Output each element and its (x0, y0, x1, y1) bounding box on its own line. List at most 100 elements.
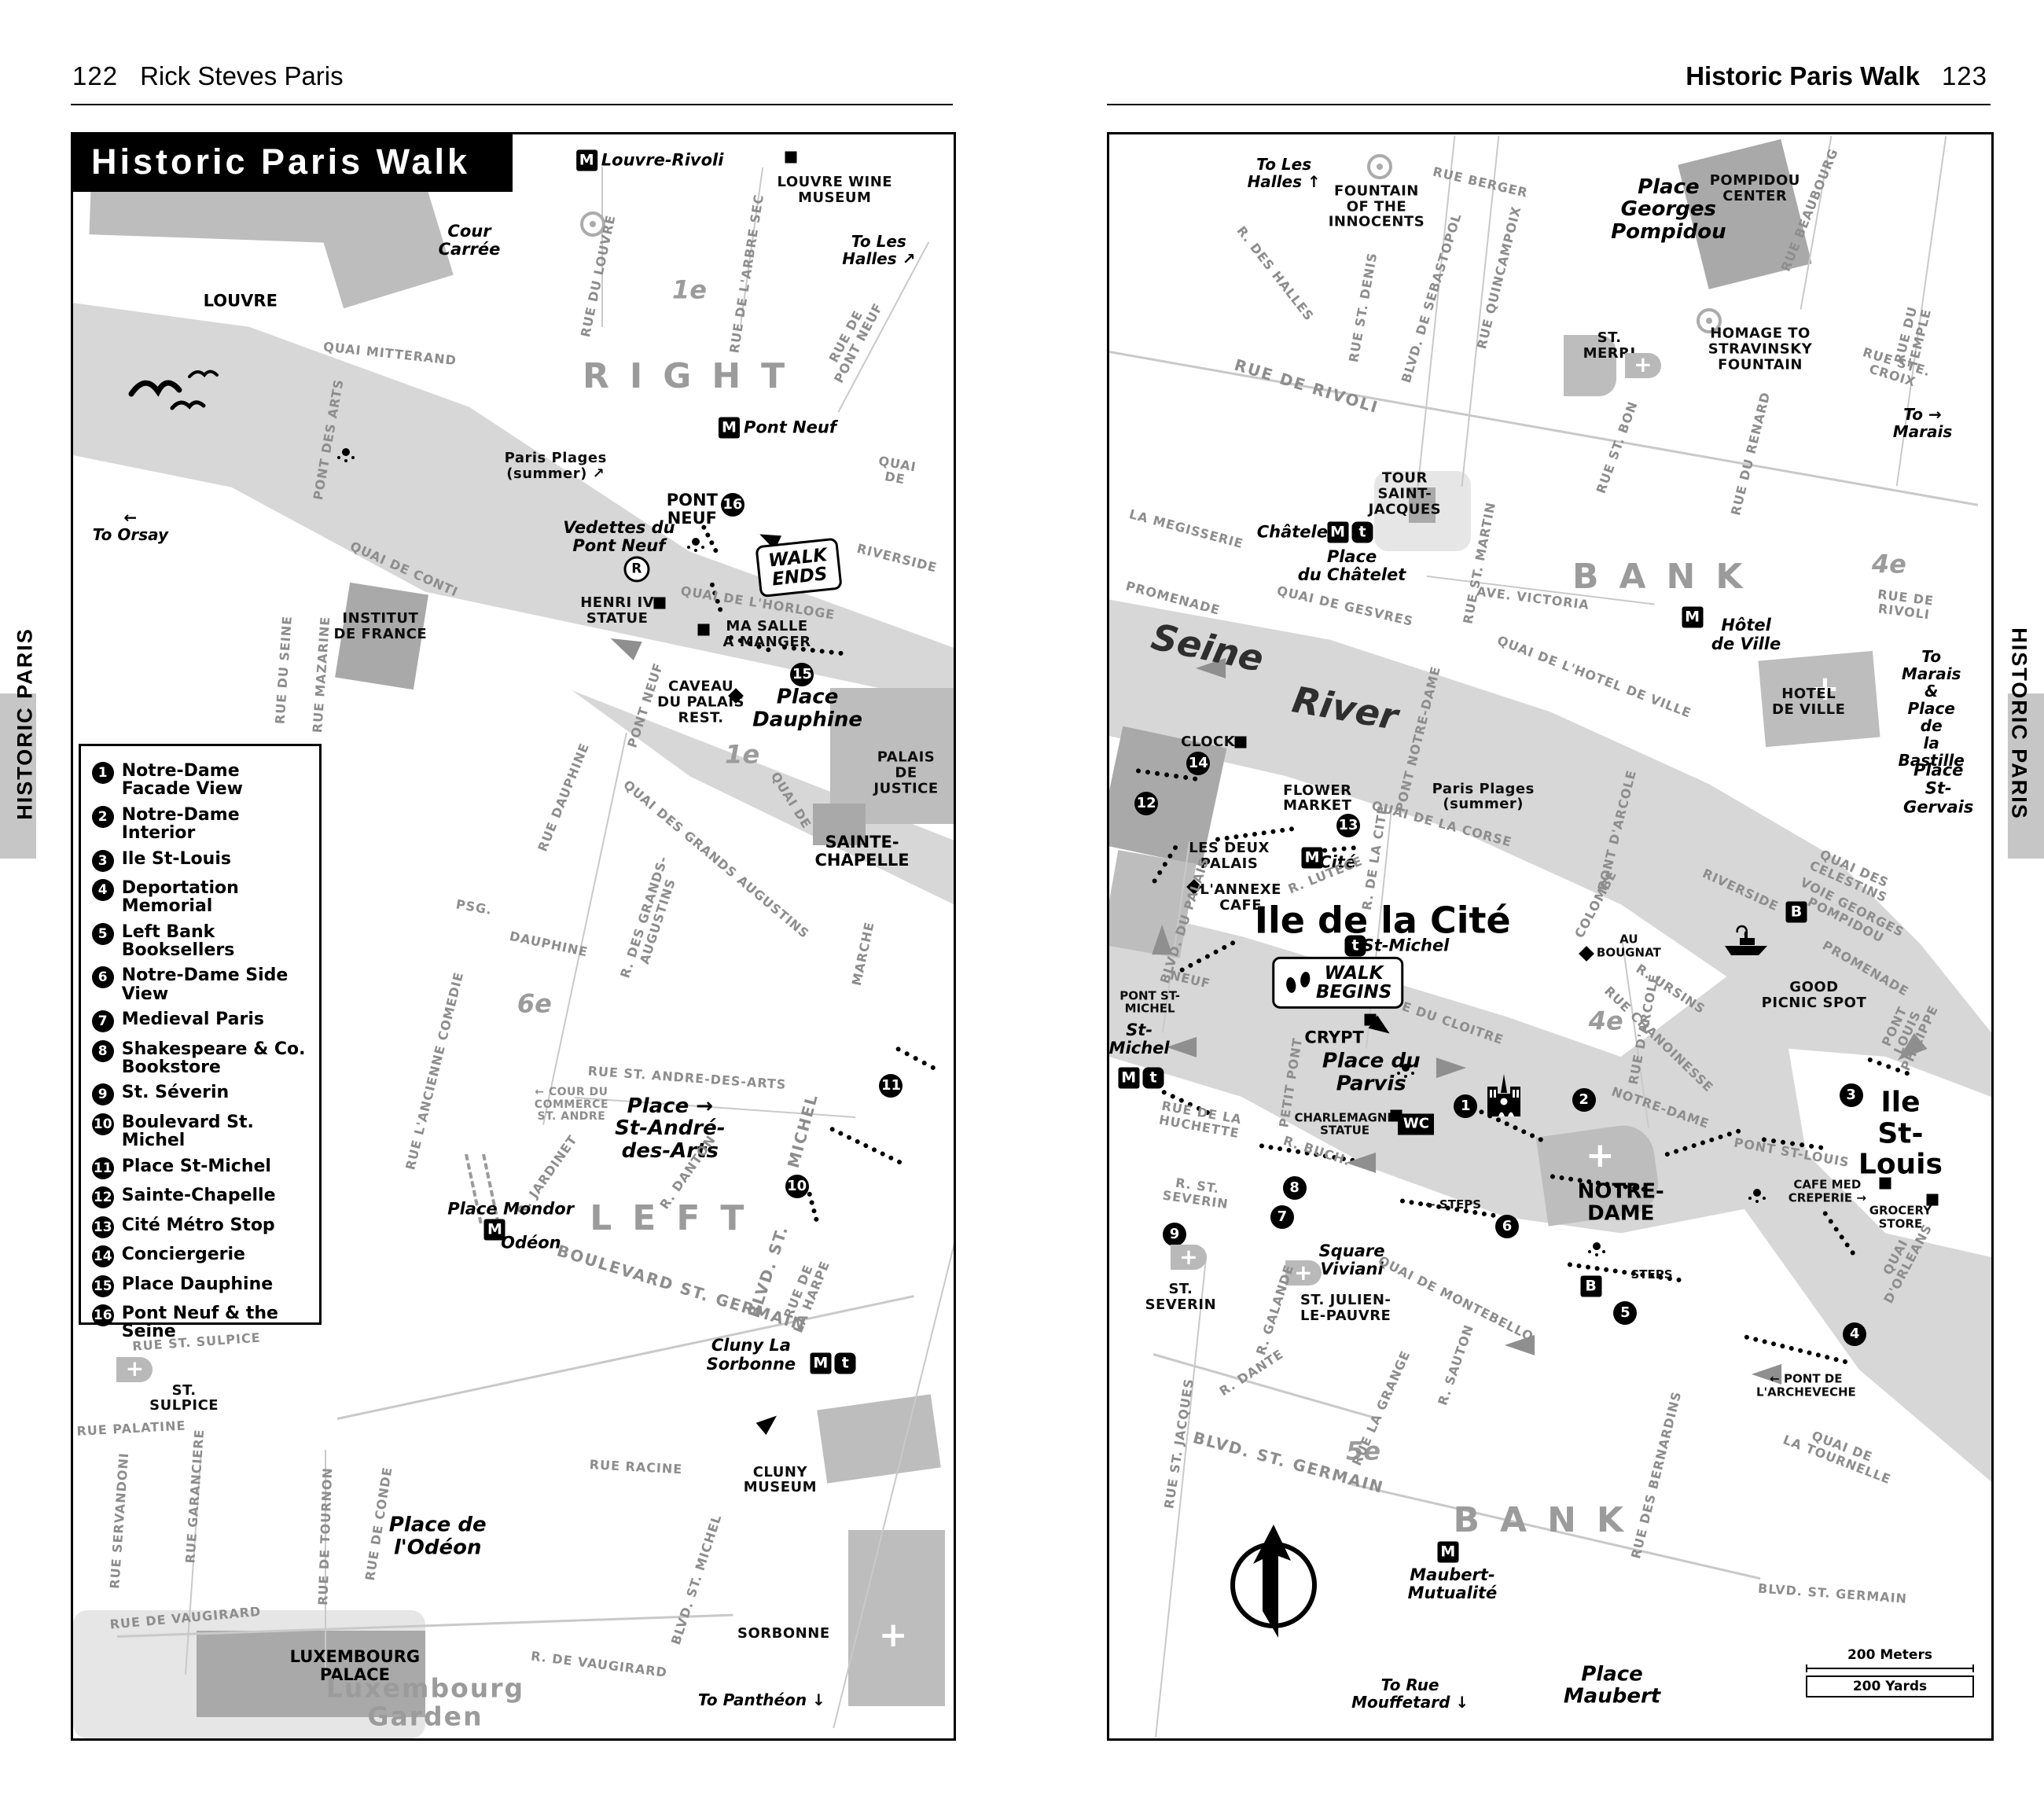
label-text: Square Viviani (1318, 1241, 1385, 1279)
legend-marker: 8 (91, 1039, 114, 1062)
map-marker-9: 9 (1163, 1223, 1187, 1247)
label-text: QUAI DE (767, 768, 814, 831)
map-label: RUE ST. BON (1594, 399, 1641, 495)
right-tab-strip (2008, 693, 2044, 859)
m-icon: M (1301, 847, 1323, 869)
label-text: Place Maubert (1563, 1662, 1661, 1708)
route-arrow-icon: ▶ (1166, 1033, 1197, 1065)
label-text: Odéon (501, 1233, 561, 1252)
route-arrow-icon: ▶ (1436, 1050, 1467, 1082)
map-label: RUE ST. DENIS (1346, 252, 1380, 364)
road-rue-tournon (325, 1449, 327, 1675)
stop-marker: 4 (1843, 1322, 1867, 1346)
label-text: SAINTE- CHAPELLE (814, 832, 910, 870)
map-label: SAINTE- CHAPELLE (814, 833, 909, 870)
label-text: Paris Plages (summer) ↗ (504, 450, 607, 483)
label-text: PONT LOUIS PHILIPPE (1879, 1003, 1942, 1074)
legend-marker: 11 (91, 1157, 114, 1179)
label-text: RUE BERGER (1432, 164, 1530, 201)
sq-icon (1364, 1013, 1377, 1026)
label-text: LOUVRE (203, 291, 278, 311)
label-text: Cité (1319, 852, 1357, 872)
label-text: To Panthéon ↓ (697, 1690, 825, 1710)
right-map-labels: ▶▶▶▶▶▶▶▶To Les Halles ↑FOUNTAIN OF THE I… (1109, 134, 1991, 1738)
label-text: ST. SEVERIN (1145, 1281, 1217, 1313)
label-text: RUE DE VAUGIRARD (109, 1603, 263, 1632)
left-tab-strip (0, 693, 36, 859)
bull-icon (1696, 307, 1722, 333)
map-label: Ile de la Cité (1255, 900, 1511, 940)
map-label: R. GALANDE (1253, 1263, 1296, 1357)
right-page-title: Historic Paris Walk (1686, 61, 1920, 90)
label-text: LOUVRE WINE MUSEUM (777, 174, 893, 207)
label-text: LUXEMBOURG PALACE (289, 1647, 421, 1685)
map-label: QUAI DE GESVRES (1275, 583, 1414, 628)
map-label: R. DANTE (1216, 1346, 1285, 1399)
map-label: PSG. (454, 897, 493, 918)
map-label: RUE SERVANDONI (108, 1451, 132, 1589)
stop-marker: 16 (720, 493, 744, 517)
walk-route-dashes (1151, 844, 1179, 885)
map-label: Place du Châtelet (1298, 547, 1406, 584)
label-text: To → Marais (1892, 405, 1953, 442)
map-marker-8: 8 (1282, 1176, 1307, 1201)
map-label: QUAI DE L'HOTEL DE VILLE (1495, 632, 1693, 720)
label-text: Châtelet (1256, 522, 1336, 542)
building-palais-de-justice (830, 687, 954, 825)
sq-icon (1234, 736, 1247, 749)
map-label: R. DE VAUGIRARD (530, 1649, 668, 1680)
map-label: PONT NEUF (667, 491, 718, 528)
legend-text: Notre-Dame Side View (121, 966, 289, 1004)
m-icon: M (575, 149, 597, 171)
label-text: LEFT (590, 1197, 765, 1238)
label-text: MICHEL (784, 1091, 822, 1170)
map-label: HOMAGE TO STRAVINSKY FOUNTAIN (1708, 326, 1812, 373)
map-label: CLOCK (1181, 734, 1235, 750)
building-sorbonne (847, 1529, 945, 1707)
label-text: HOTEL DE VILLE (1772, 686, 1846, 719)
stop-marker: 8 (1282, 1176, 1307, 1201)
label-text: 1e (725, 739, 760, 770)
map-label: R. ST. SEVERIN (1162, 1175, 1232, 1212)
map-label: BLVD. ST. MICHEL (668, 1513, 725, 1647)
label-text: WALK ENDS (767, 544, 829, 590)
sq-icon (1879, 1177, 1891, 1190)
map-label: ← COUR DU COMMERCE ST. ANDRE (535, 1086, 608, 1123)
walk-route-dashes (700, 524, 719, 554)
label-text: CRYPT (1304, 1027, 1364, 1046)
tour-st-jacques-tower (1409, 487, 1436, 523)
t-icon: t (1142, 1067, 1164, 1089)
label-text: QUAI MITTERAND (322, 339, 458, 369)
walk-route-dashes (1664, 1128, 1741, 1158)
di-icon (1579, 946, 1594, 962)
label-text: ← STEPS (1425, 1197, 1482, 1212)
nd-icon (1486, 1072, 1522, 1118)
map-label: RUE DE TOURNON (316, 1467, 336, 1606)
map-label: Place Mondor (447, 1200, 574, 1218)
legend-text: Notre-Dame Interior (121, 804, 240, 843)
map-label: BLVD. DE SEBASTOPOL (1398, 211, 1464, 385)
label-text: SORBONNE (737, 1625, 830, 1642)
t-icon: t (1142, 1067, 1164, 1089)
map-label: Paris Plages (summer) (1432, 781, 1535, 813)
map-marker-6: 6 (1495, 1215, 1520, 1239)
legend-marker: 14 (91, 1245, 114, 1267)
label-text: Place St-Gervais (1902, 760, 1974, 816)
stop-marker: 11 (879, 1073, 903, 1098)
map-label: Cluny La Sorbonne (707, 1337, 796, 1373)
label-text: RUE ST. BON (1593, 399, 1641, 496)
map-label: 1e (725, 741, 759, 769)
sun-icon (1752, 1189, 1761, 1197)
m-icon: M (1682, 606, 1704, 628)
legend-marker: 2 (91, 805, 114, 828)
sun-icon (342, 447, 351, 456)
map-label: Square Viviani (1318, 1241, 1385, 1279)
map-label: LOUVRE WINE MUSEUM (778, 175, 893, 207)
label-text: QUAI DE GESVRES (1275, 583, 1415, 629)
map-label: Cour Carrée (439, 222, 501, 259)
